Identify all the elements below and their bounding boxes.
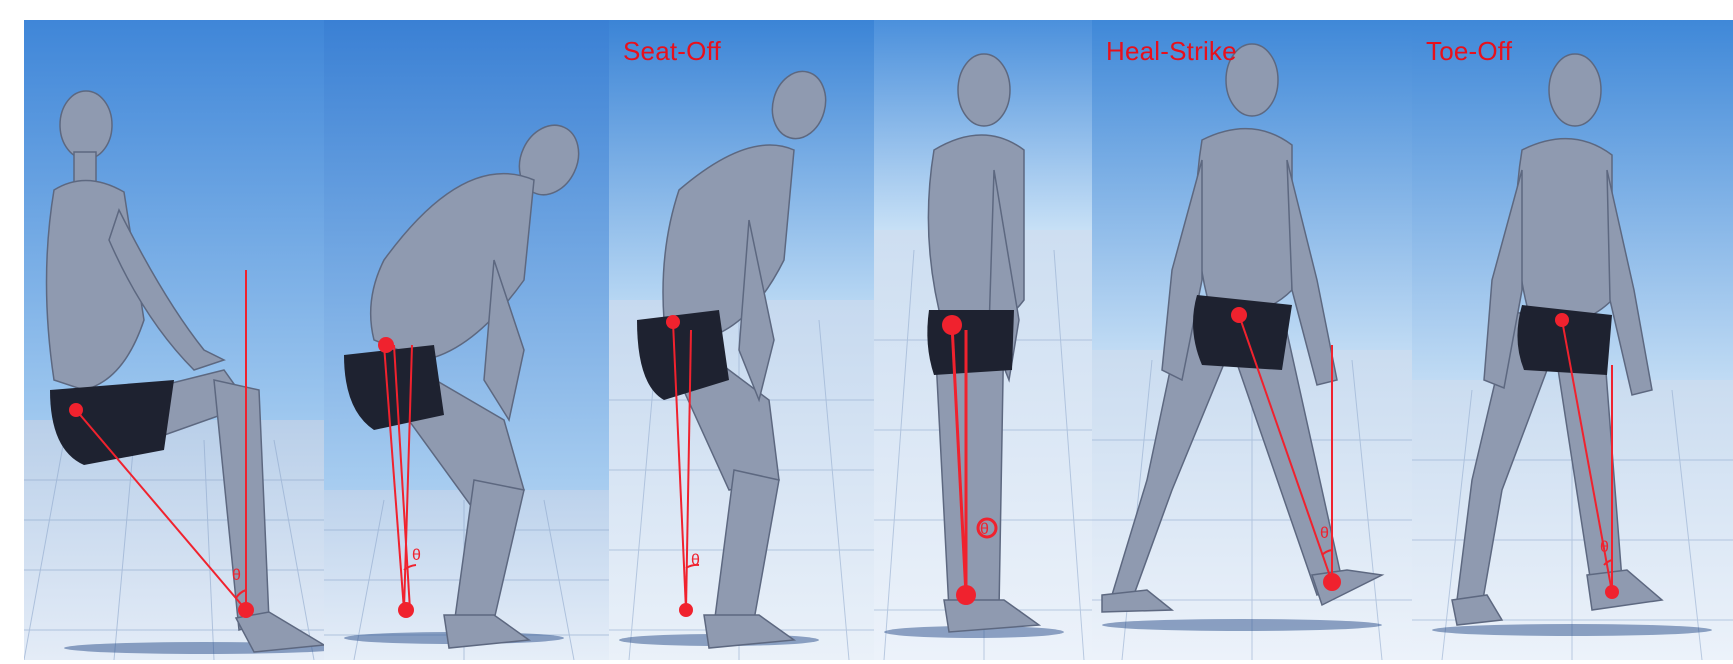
- panel-standing: θ: [874, 20, 1092, 660]
- angle-symbol: θ: [1600, 539, 1609, 556]
- heel-strike-label: Heal-Strike: [1106, 36, 1237, 67]
- angle-symbol: θ: [232, 567, 241, 584]
- panel-seated: θ: [24, 20, 324, 660]
- panel-heel-strike: θ Heal-Strike: [1092, 20, 1412, 660]
- seat-off-figure-illustration: θ: [609, 20, 874, 660]
- angle-symbol: θ: [1320, 525, 1329, 542]
- angle-symbol: θ: [980, 521, 989, 538]
- heel-strike-figure-illustration: θ: [1092, 20, 1412, 660]
- standing-figure-illustration: θ: [874, 20, 1092, 660]
- angle-symbol: θ: [412, 547, 421, 564]
- panel-trunk-flexion: θ: [324, 20, 609, 660]
- seated-figure-illustration: θ: [24, 20, 324, 660]
- toe-off-label: Toe-Off: [1426, 36, 1512, 67]
- seat-off-label: Seat-Off: [623, 36, 721, 67]
- trunk-flexion-figure-illustration: θ: [324, 20, 609, 660]
- panel-seat-off: θ Seat-Off: [609, 20, 874, 660]
- toe-off-figure-illustration: θ: [1412, 20, 1733, 660]
- panel-toe-off: θ Toe-Off: [1412, 20, 1733, 660]
- angle-symbol: θ: [691, 552, 700, 569]
